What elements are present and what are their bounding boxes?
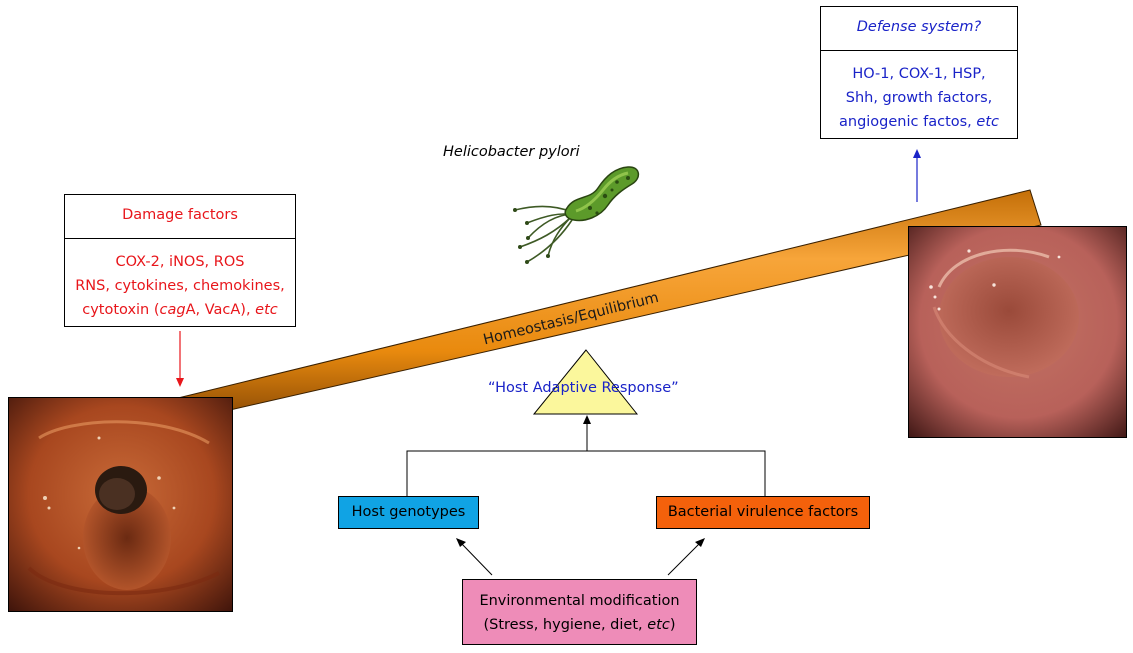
- defense-system-box: Defense system? HO-1, COX-1, HSP, Shh, g…: [820, 6, 1018, 139]
- endoscopy-healthy-stomach-photo: [908, 226, 1127, 438]
- env-arrowhead-right: [695, 538, 705, 547]
- up-arrowhead: [583, 415, 591, 424]
- host-genotypes-box: Host genotypes: [338, 496, 479, 529]
- environment-line-1: Environmental modification: [479, 593, 680, 609]
- defense-system-list: HO-1, COX-1, HSP, Shh, growth factors, a…: [821, 51, 1017, 134]
- damage-line-3: cytotoxin (cagA, VacA), etc: [82, 302, 278, 318]
- defense-line-2: Shh, growth factors,: [845, 90, 993, 106]
- env-arrowhead-left: [456, 538, 466, 547]
- connector-lines: [406, 423, 766, 496]
- damage-factors-list: COX-2, iNOS, ROS RNS, cytokines, chemoki…: [65, 239, 295, 322]
- defense-arrow: [913, 149, 921, 202]
- helicobacter-bacterium-icon: [513, 166, 640, 264]
- damage-factors-title: Damage factors: [65, 195, 295, 239]
- host-adaptive-response-label: “Host Adaptive Response”: [488, 380, 679, 396]
- bacterium-label: Helicobacter pylori: [443, 144, 580, 160]
- damage-factors-box: Damage factors COX-2, iNOS, ROS RNS, cyt…: [64, 194, 296, 327]
- env-arrows: [460, 542, 701, 576]
- environment-line-2: (Stress, hygiene, diet, etc): [483, 617, 676, 633]
- fulcrum-triangle: [532, 349, 639, 415]
- defense-system-title: Defense system?: [821, 7, 1017, 51]
- damage-line-2: RNS, cytokines, chemokines,: [75, 278, 285, 294]
- environmental-modification-box: Environmental modification (Stress, hygi…: [462, 579, 697, 645]
- defense-line-3: angiogenic factos, etc: [839, 114, 999, 130]
- defense-line-1: HO-1, COX-1, HSP,: [852, 66, 986, 82]
- damage-line-1: COX-2, iNOS, ROS: [115, 254, 245, 270]
- endoscopy-ulcer-photo: [8, 397, 233, 612]
- damage-arrow: [176, 331, 184, 387]
- bacterial-virulence-factors-box: Bacterial virulence factors: [656, 496, 870, 529]
